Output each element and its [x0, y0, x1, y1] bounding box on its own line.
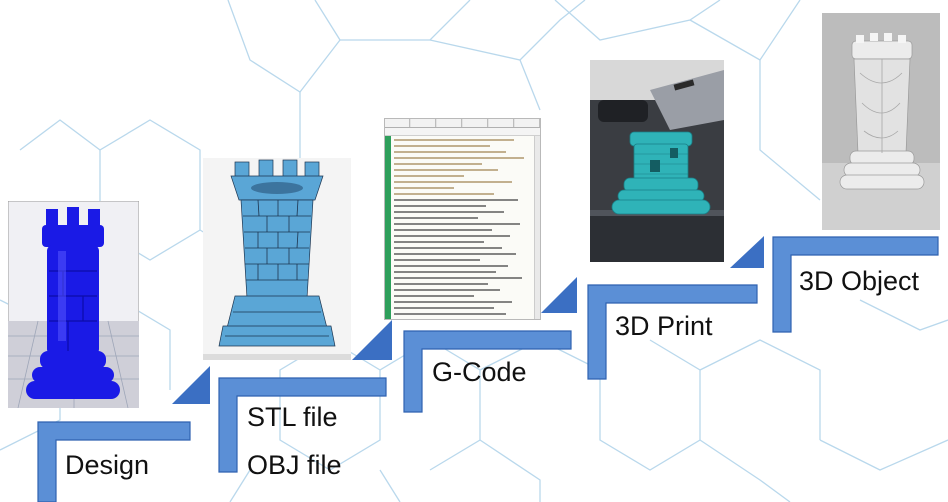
gcode-window-tabs: [385, 119, 540, 128]
gcode-text-line: [394, 265, 508, 267]
step-design: [37, 421, 191, 502]
arrow-tip-design: [172, 366, 210, 404]
gcode-text-line: [394, 163, 482, 165]
gcode-text-line: [394, 199, 518, 201]
step-stl: [218, 377, 387, 473]
gcode-text-line: [394, 229, 492, 231]
gcode-text-line: [394, 157, 524, 159]
gcode-text-line: [394, 235, 510, 237]
gcode-text-line: [394, 277, 522, 279]
gcode-text-line: [394, 175, 464, 177]
gcode-line-gutter: [385, 136, 391, 319]
label-3d-print: 3D Print: [615, 311, 713, 341]
gcode-text-line: [394, 247, 502, 249]
step-gcode: [403, 330, 572, 413]
arrow-tip-gcode: [541, 277, 577, 313]
label-gcode: G-Code: [432, 357, 527, 387]
label-obj-file: OBJ file: [247, 450, 342, 480]
printer-image: [590, 60, 724, 262]
gcode-text-line: [394, 289, 500, 291]
gcode-text-line: [394, 253, 516, 255]
gcode-text-line: [394, 301, 512, 303]
gcode-window-image: [384, 118, 541, 320]
gcode-text-line: [394, 295, 474, 297]
gcode-text-line: [394, 211, 504, 213]
gcode-window-toolbar: [385, 128, 540, 136]
gcode-text-line: [394, 241, 484, 243]
gcode-text-line: [394, 139, 514, 141]
gcode-text-line: [394, 271, 496, 273]
label-design: Design: [65, 450, 150, 480]
rook-mesh-image: [203, 158, 351, 360]
gcode-text-line: [394, 217, 478, 219]
arrow-tip-print: [730, 236, 764, 268]
gcode-text-line: [394, 205, 486, 207]
gcode-text-line: [394, 169, 498, 171]
gcode-text-line: [394, 145, 490, 147]
arrow-tip-stl: [352, 320, 392, 360]
label-stl-file: STL file: [247, 402, 338, 432]
step-object: [772, 236, 939, 333]
gcode-text-line: [394, 259, 480, 261]
gcode-text-line: [394, 181, 512, 183]
gcode-text-line: [394, 193, 494, 195]
gcode-text-line: [394, 151, 506, 153]
gcode-text-line: [394, 223, 520, 225]
rook-design-image: [8, 201, 139, 408]
gcode-text-line: [394, 313, 506, 315]
gcode-text-line: [394, 283, 488, 285]
gcode-scrollbar: [534, 136, 540, 319]
label-3d-object: 3D Object: [799, 266, 920, 296]
step-print: [587, 284, 758, 380]
printed-object-image: [822, 13, 940, 230]
gcode-text-line: [394, 307, 494, 309]
gcode-text-line: [394, 187, 454, 189]
